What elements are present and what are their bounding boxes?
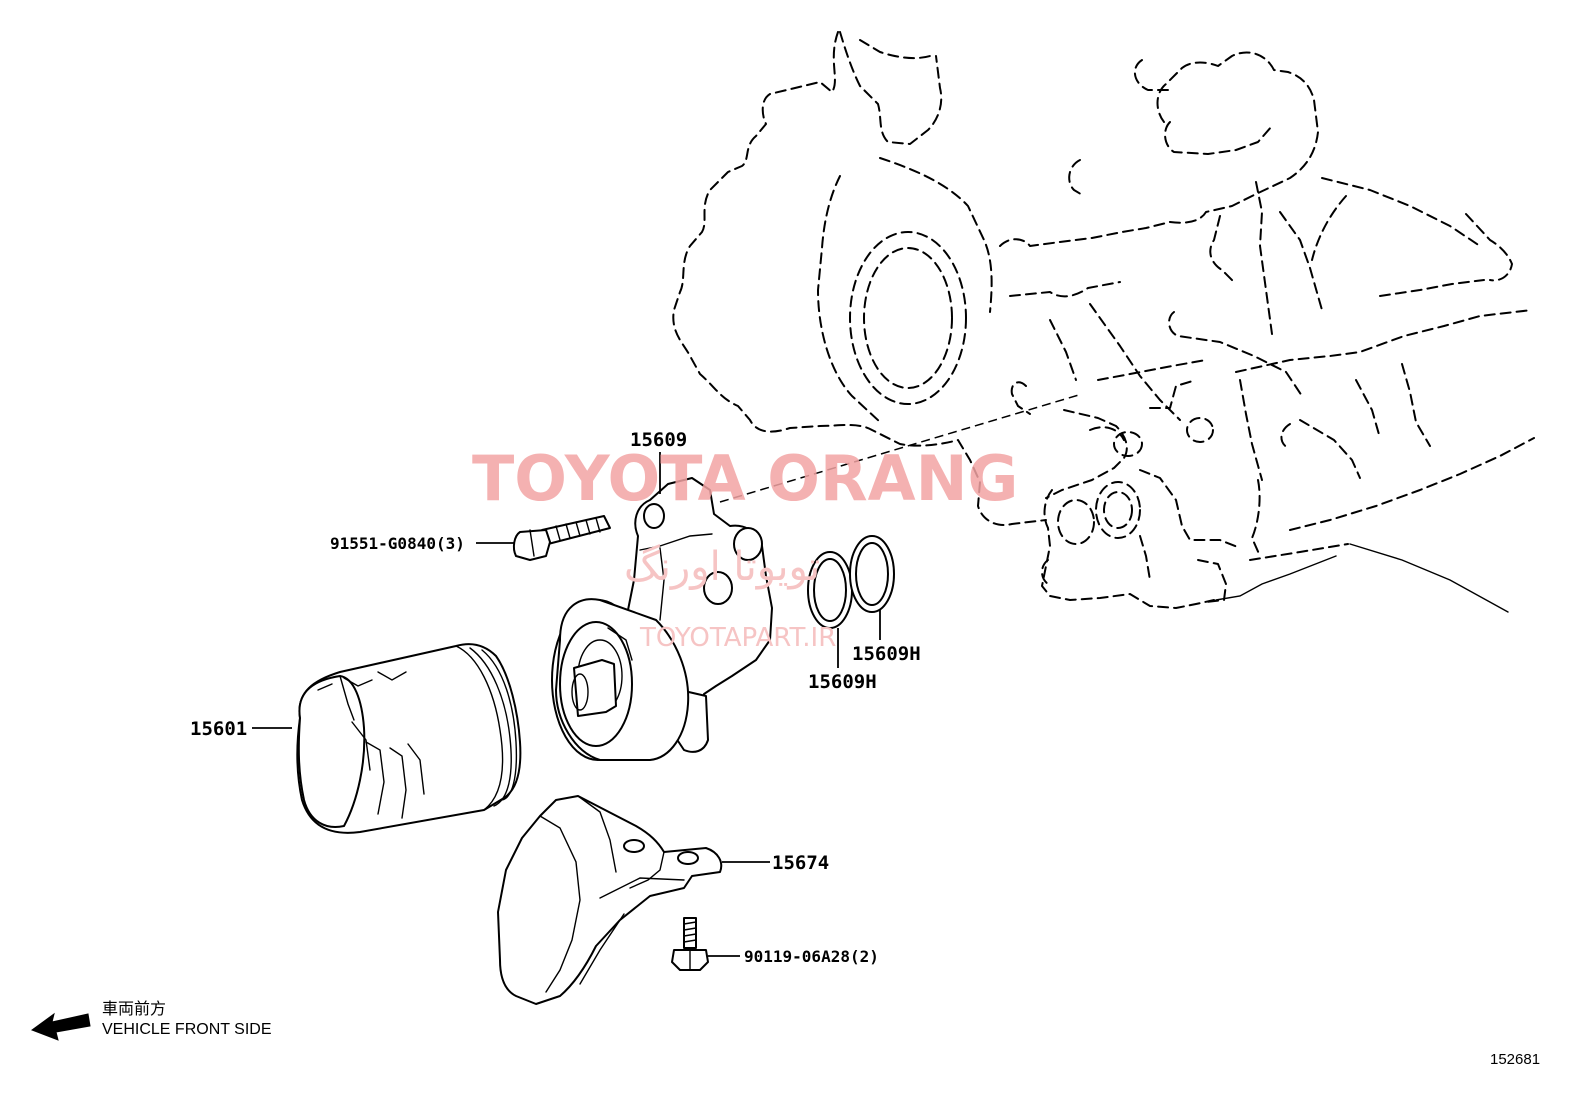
callout-15609: 15609 (630, 429, 687, 451)
oil-filter-illustration (296, 643, 522, 834)
watermark-main: TOYOTA ORANG (472, 442, 1018, 515)
engine-block-outline (672, 31, 1535, 613)
housing-bolt-illustration (512, 515, 611, 561)
gaskets-illustration (807, 535, 895, 629)
vehicle-front-indicator: 車両前方 VEHICLE FRONT SIDE (30, 1000, 272, 1041)
callout-15674: 15674 (772, 852, 829, 874)
front-arrow-icon (30, 1012, 91, 1041)
leader-lines (252, 452, 881, 957)
watermark-arabic: تویوتا اورنگ (624, 544, 820, 590)
callout-15609h-lower: 15609H (808, 671, 877, 693)
illustration-id: 152681 (1490, 1051, 1540, 1068)
direction-label-japanese: 車両前方 (102, 1000, 166, 1018)
callout-15609h-upper: 15609H (852, 643, 921, 665)
callout-15601: 15601 (190, 718, 247, 740)
filter-bracket-illustration (497, 795, 723, 1005)
direction-label-english: VEHICLE FRONT SIDE (102, 1021, 272, 1038)
mounting-center-line (719, 393, 1083, 503)
bracket-bolt-illustration (671, 917, 709, 971)
callout-90119-06a28: 90119-06A28(2) (744, 947, 879, 966)
watermark-sub: TOYOTAPART.IR (639, 623, 836, 653)
filter-housing-illustration (551, 477, 773, 761)
callout-91551-g0840: 91551-G0840(3) (330, 534, 465, 553)
